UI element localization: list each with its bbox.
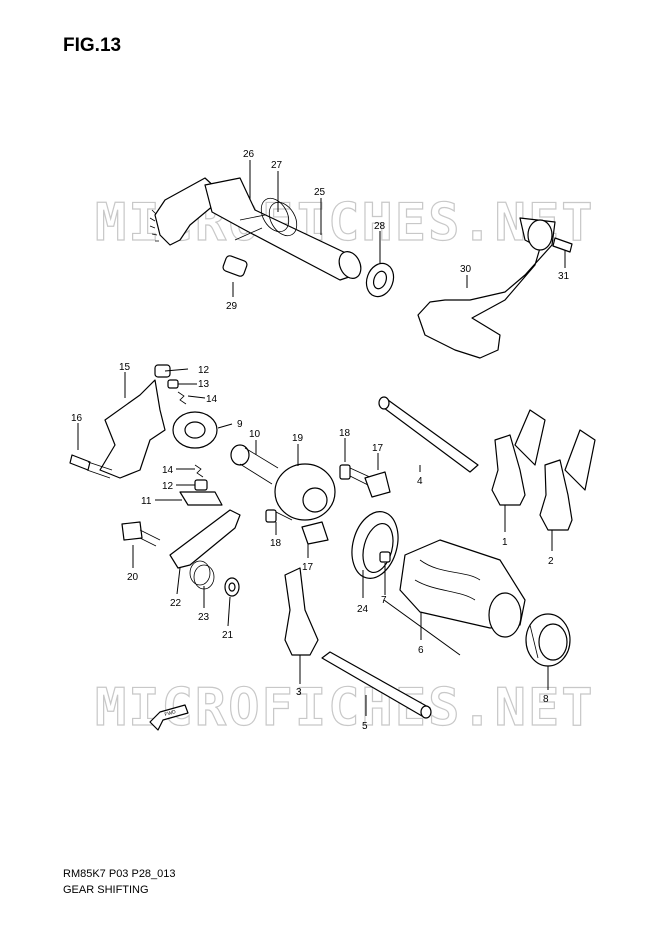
callout-17-upper: 17 [372,443,384,454]
stopper-parts-top [154,364,187,405]
small-bolt-29 [222,255,248,277]
cam-driven-gear [172,411,218,449]
washer-17-upper [364,471,391,498]
gearshift-cam-stopper [274,463,336,521]
shift-fork-2 [539,429,596,531]
washer-17-lower [301,521,329,545]
callout-21: 21 [222,630,234,641]
figure-title: FIG.13 [63,35,122,56]
bolt-16 [69,454,113,479]
spring-23 [189,560,215,590]
bolt-18-upper [339,464,373,487]
callout-30: 30 [460,264,472,275]
pedal-bolt [552,237,573,253]
watermark-bottom: MICROFICHES.NET [95,678,595,738]
callout-3: 3 [296,687,302,698]
callout-28: 28 [374,221,386,232]
diagram-name: GEAR SHIFTING [63,884,149,896]
callout-29: 29 [226,301,238,312]
callout-17-lower: 17 [302,562,314,573]
fwd-label: FWD [164,709,177,718]
shift-fork-1 [491,409,546,506]
return-spring [234,197,298,241]
callout-12-upper: 12 [198,365,210,376]
callout-19: 19 [292,433,304,444]
pawl-spring-stopper [179,464,223,506]
gear-shift-cam-drum [399,539,526,638]
callout-11: 11 [141,496,152,507]
fork-shaft-upper [378,396,479,473]
shift-fork-3 [284,567,319,656]
washer-21 [224,577,240,597]
callout-9: 9 [237,419,243,430]
cam-pin [379,551,391,563]
gear-shift-pedal [417,217,556,359]
callout-23: 23 [198,612,210,623]
callout-5: 5 [362,721,368,732]
stopper-plate [99,379,166,479]
callout-14-upper: 14 [206,394,218,405]
callout-27: 27 [271,160,283,171]
callout-18-upper: 18 [339,428,351,439]
bearing-24 [351,511,399,579]
callout-15: 15 [119,362,131,373]
callout-18-lower: 18 [270,538,282,549]
needle-bearing [525,613,571,667]
callout-16: 16 [71,413,83,424]
callout-10: 10 [249,429,261,440]
callout-20: 20 [127,572,139,583]
callout-12-lower: 12 [162,481,174,492]
shift-arm [169,509,241,569]
callout-8: 8 [543,694,549,705]
bolt-18-lower [265,509,293,523]
leader-lines [77,160,566,716]
gear-shift-shaft [149,177,362,281]
callout-14-lower: 14 [162,465,174,476]
callout-24: 24 [357,604,369,615]
callout-26: 26 [243,149,255,160]
oil-seal [365,262,395,298]
bolt-20 [121,521,161,547]
callout-1: 1 [502,537,508,548]
callout-13: 13 [198,379,210,390]
diagram-code: RM85K7 P03 P28_013 [63,868,176,880]
callout-22: 22 [170,598,182,609]
callout-2: 2 [548,556,554,567]
callout-7: 7 [381,595,387,606]
callout-6: 6 [418,645,424,656]
callout-31: 31 [558,271,570,282]
callout-4: 4 [417,476,423,487]
cam-bolt-10 [230,444,279,485]
fork-shaft-lower [321,651,432,719]
fwd-arrow-icon: FWD [149,704,189,731]
callout-25: 25 [314,187,326,198]
